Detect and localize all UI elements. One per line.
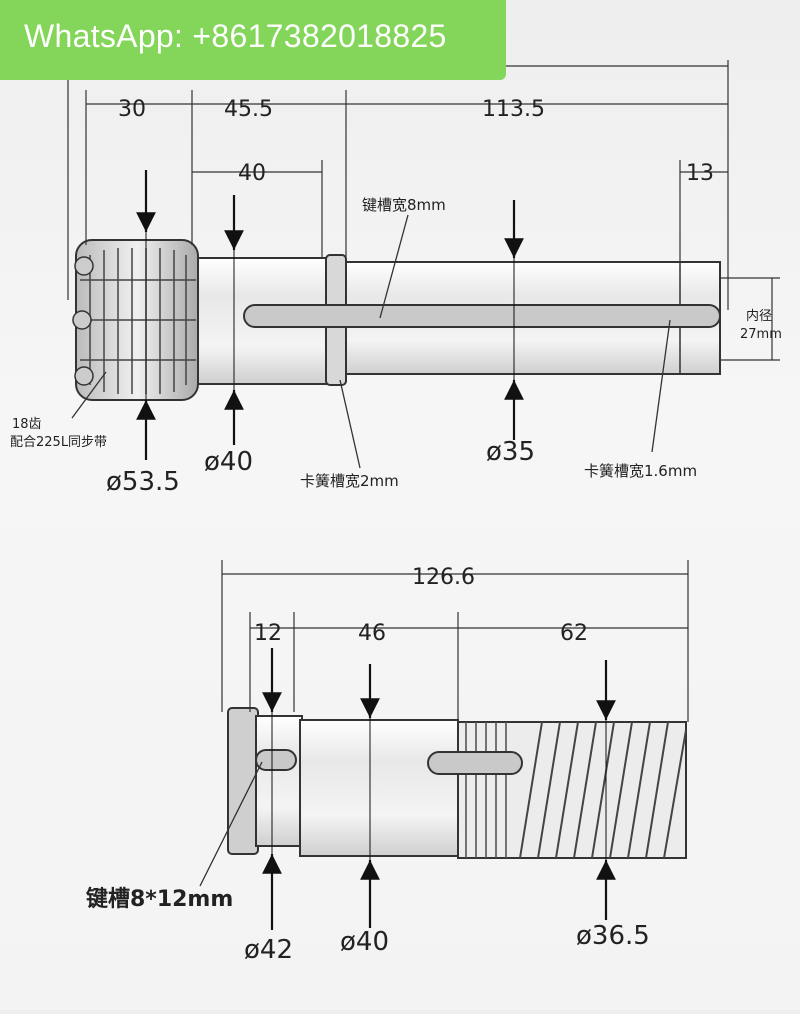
diameter-53-5: ø53.5 (106, 467, 180, 497)
dim-12: 12 (254, 621, 282, 646)
dim-40: 40 (238, 161, 266, 186)
dim-13: 13 (686, 161, 714, 186)
bottom-diameter-arrows (262, 648, 616, 930)
dim-62: 62 (560, 621, 588, 646)
diameter-35: ø35 (486, 437, 535, 467)
keyway-slot-bottom (427, 751, 523, 775)
whatsapp-contact-text: WhatsApp: +8617382018825 (24, 18, 447, 54)
whatsapp-banner: WhatsApp: +8617382018825 (0, 0, 506, 80)
label-18-teeth: 18齿 (12, 417, 42, 432)
section-46 (299, 719, 459, 857)
keyway-leader (199, 761, 263, 887)
section-12 (255, 715, 303, 847)
threaded-section-62 (457, 721, 687, 859)
dim-30: 30 (118, 97, 146, 122)
diameter-42: ø42 (244, 935, 293, 965)
diameter-40-bottom: ø40 (340, 927, 389, 957)
flange (227, 707, 259, 855)
dim-126-6: 126.6 (412, 565, 475, 590)
label-inner-dia: 内径 (746, 308, 772, 324)
diameter-36-5: ø36.5 (576, 921, 650, 951)
bottom-dimension-lines (221, 560, 689, 722)
keyway-8x12 (255, 749, 297, 771)
thread-lines (465, 722, 507, 858)
label-keyway-8x12: 键槽8*12mm (86, 886, 233, 912)
label-circlip-groove-2mm: 卡簧槽宽2mm (300, 472, 399, 490)
dim-46: 46 (358, 621, 386, 646)
keyway-slot (243, 304, 721, 328)
diameter-40-top: ø40 (204, 447, 253, 477)
label-keyway-width: 键槽宽8mm (362, 196, 446, 214)
dim-45-5: 45.5 (224, 97, 273, 122)
top-leaders (71, 214, 671, 469)
label-circlip-groove-1-6mm: 卡簧槽宽1.6mm (584, 462, 697, 480)
bottom-shaft (227, 707, 687, 859)
pulley-teeth-lines (80, 248, 196, 394)
dim-113-5: 113.5 (482, 97, 545, 122)
top-diameter-arrows (136, 170, 524, 460)
top-dimension-lines (67, 60, 780, 361)
label-inner-dia-value: 27mm (740, 327, 782, 342)
spring-coils (519, 721, 687, 859)
top-shaft (72, 239, 721, 401)
label-225l-belt: 配合225L同步带 (10, 435, 107, 450)
